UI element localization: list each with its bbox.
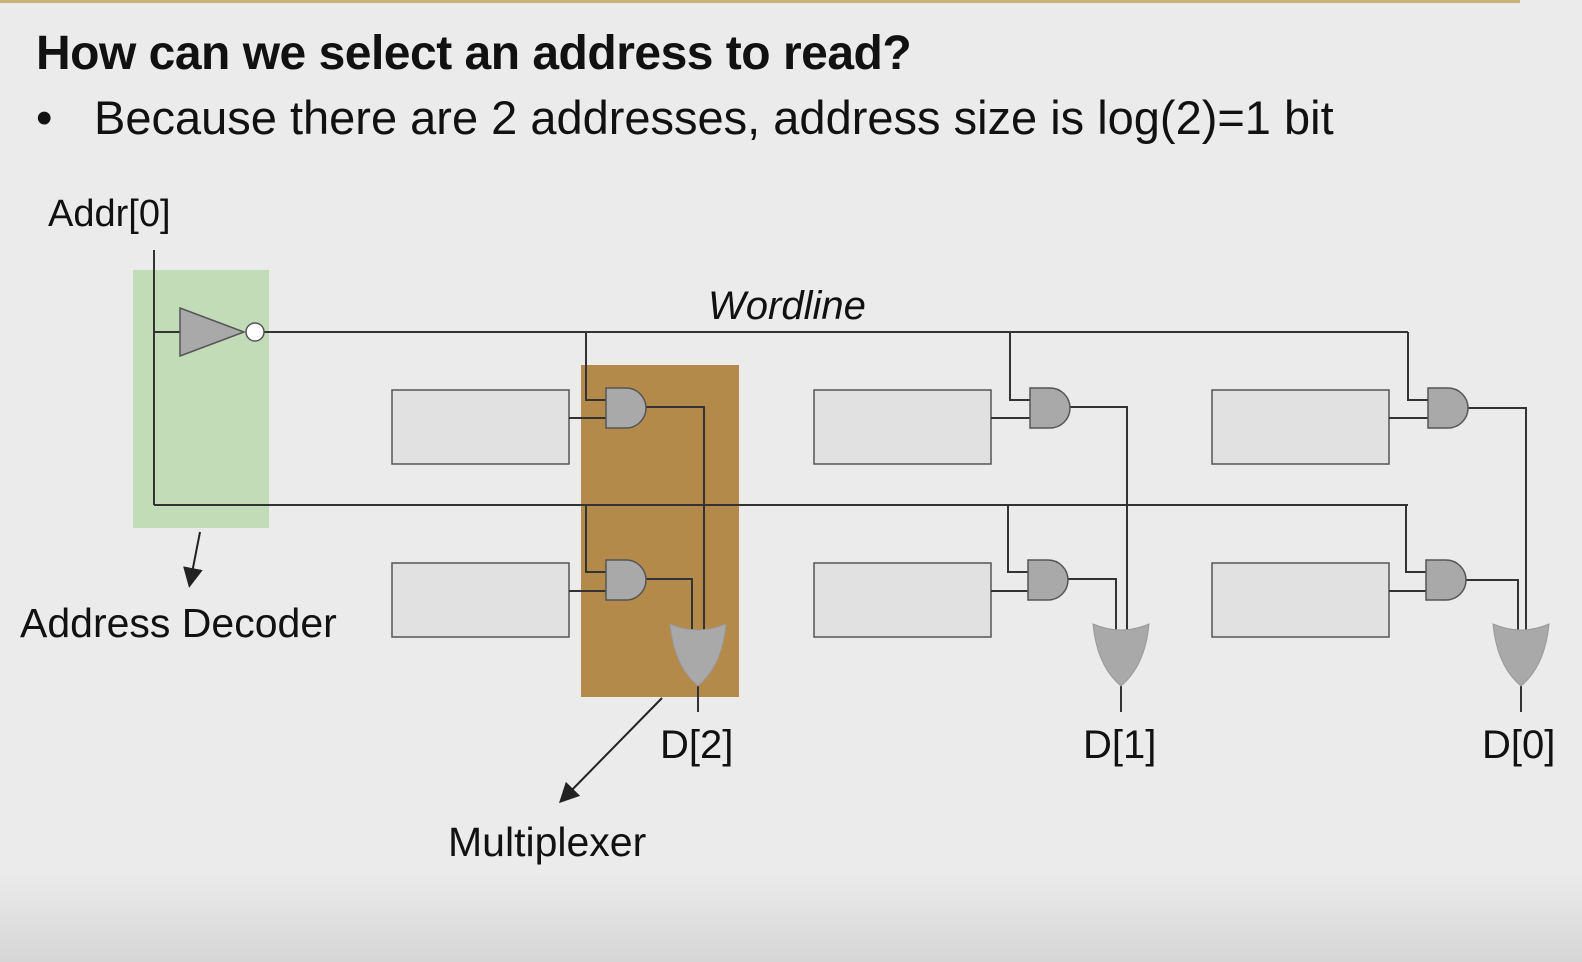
and-gate-row1-d2 <box>605 559 647 601</box>
addr-input-label: Addr[0] <box>48 193 171 235</box>
memory-cell-row1-d1 <box>813 562 992 638</box>
wires <box>153 250 1527 712</box>
and-gate-row0-d2 <box>605 387 647 429</box>
memory-cell-row0-d1 <box>813 389 992 465</box>
slide-top-rule <box>0 0 1520 3</box>
output-label-d2: D[2] <box>660 723 733 767</box>
wordline-label: Wordline <box>708 284 866 328</box>
bullet-dot-icon: • <box>36 91 53 144</box>
memory-cell-row0-d0 <box>1211 389 1390 465</box>
slide-bottom-shade <box>0 872 1582 962</box>
output-label-d1: D[1] <box>1083 723 1156 767</box>
address-decoder-highlight <box>133 270 269 528</box>
bullet-text: Because there are 2 addresses, address s… <box>94 91 1334 144</box>
multiplexer-arrow <box>559 697 663 804</box>
bullet-item: • Because there are 2 addresses, address … <box>36 90 1334 145</box>
address-decoder-label: Address Decoder <box>20 600 337 646</box>
and-gate-row1-d1 <box>1027 559 1069 601</box>
memory-cells <box>391 389 1390 638</box>
output-label-d0: D[0] <box>1482 723 1555 767</box>
address-decoder-arrow <box>183 531 203 588</box>
and-gate-row0-d0 <box>1427 387 1469 429</box>
memory-cell-row0-d2 <box>391 389 570 465</box>
or-gate-d1 <box>1092 623 1150 687</box>
inverter-gate <box>179 306 265 358</box>
multiplexer-label: Multiplexer <box>448 819 646 865</box>
memory-cell-row1-d2 <box>391 562 570 638</box>
slide-title: How can we select an address to read? <box>36 27 912 80</box>
and-gate-row1-d0 <box>1425 559 1467 601</box>
or-gate-d0 <box>1492 623 1550 687</box>
memory-cell-row1-d0 <box>1211 562 1390 638</box>
and-gate-row0-d1 <box>1029 387 1071 429</box>
